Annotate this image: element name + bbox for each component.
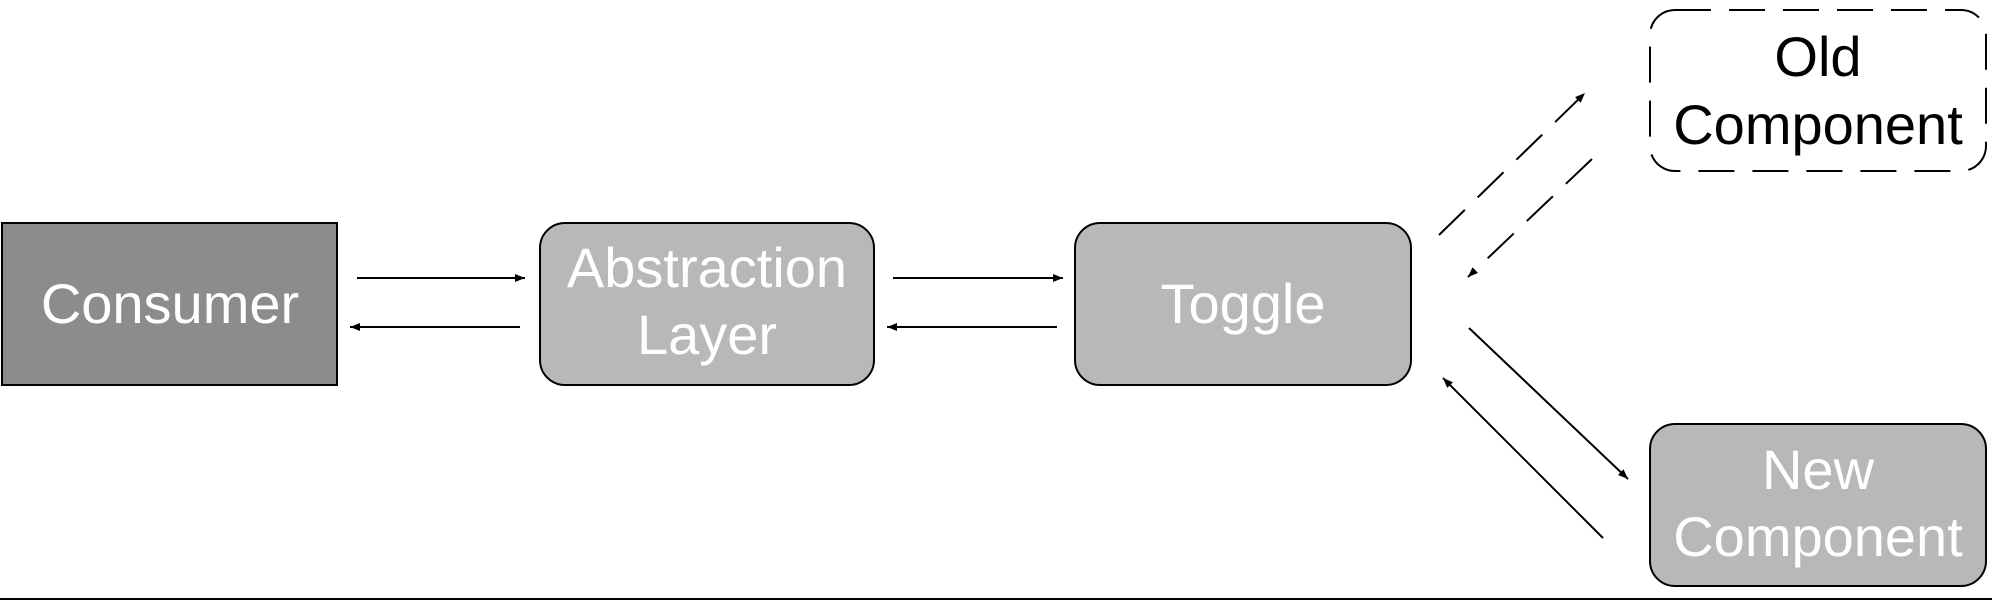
old-component-label-line1: Old [1774, 25, 1861, 88]
arrow-old-component-to-toggle [1467, 158, 1593, 278]
consumer-node: Consumer [1, 222, 338, 386]
arrow-toggle-to-new-component [1468, 327, 1629, 480]
consumer-label: Consumer [41, 272, 299, 335]
new-component-label-line1: New [1762, 438, 1875, 501]
old-component-label-line2: Component [1673, 93, 1963, 156]
arrow-toggle-to-old-component [1438, 92, 1586, 236]
old-component-node: Old Component [1649, 9, 1987, 172]
abstraction-layer-node: Abstraction Layer [539, 222, 875, 386]
new-component-label-line2: Component [1673, 505, 1963, 568]
abstraction-layer-label-line1: Abstraction [567, 236, 847, 299]
toggle-node: Toggle [1074, 222, 1412, 386]
new-component-node: New Component [1649, 423, 1987, 587]
toggle-label: Toggle [1160, 272, 1325, 335]
abstraction-layer-label-line2: Layer [637, 303, 777, 366]
arrow-new-component-to-toggle [1442, 377, 1604, 539]
